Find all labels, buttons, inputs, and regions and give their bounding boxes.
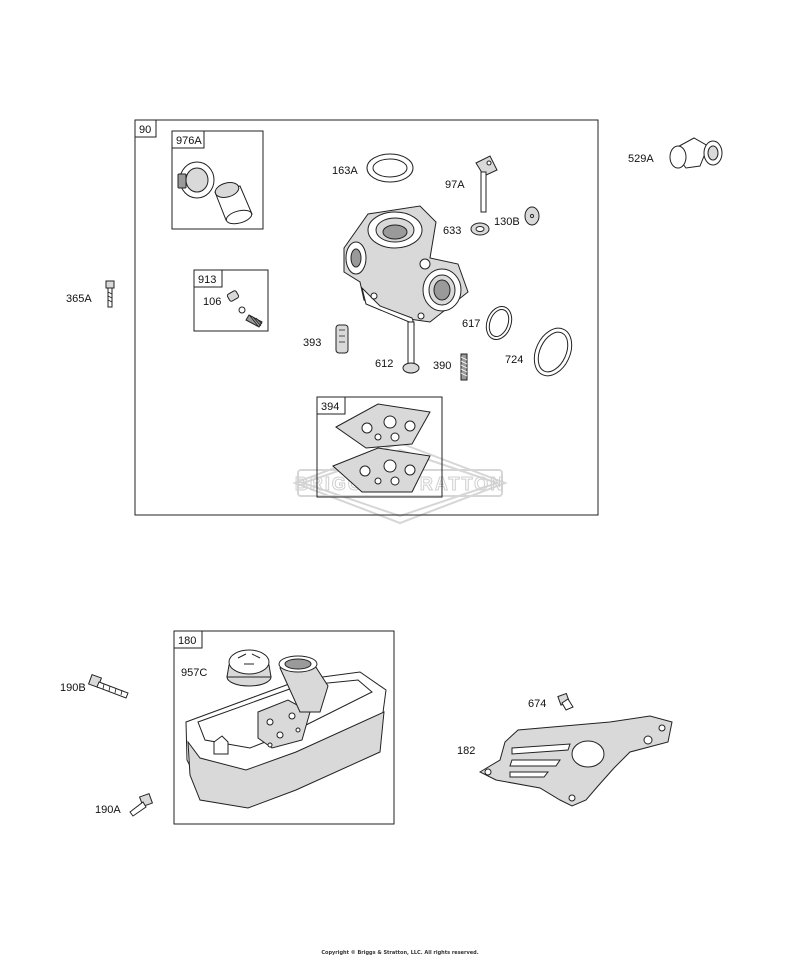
- spring-390-part[interactable]: [460, 353, 468, 381]
- fuel-cap-957C-part[interactable]: [226, 649, 272, 687]
- bolt-190B-part[interactable]: [87, 673, 129, 699]
- choke-sleeve-part[interactable]: [214, 180, 254, 226]
- group-976A-label: 976A: [176, 135, 202, 147]
- copyright-notice: Copyright © Briggs & Stratton, LLC. All …: [321, 950, 479, 956]
- gasket-724-part[interactable]: [527, 322, 579, 382]
- gasket-ring-163A-part[interactable]: [366, 153, 414, 183]
- group-180-label: 180: [178, 635, 196, 647]
- oring-617-part[interactable]: [482, 303, 516, 343]
- label-612: 612: [375, 358, 393, 370]
- gasket-upper-part[interactable]: [335, 403, 431, 449]
- label-674: 674: [528, 698, 546, 710]
- label-724: 724: [505, 354, 523, 366]
- group-180-frame: 180: [173, 630, 395, 825]
- label-633: 633: [443, 225, 461, 237]
- label-130B: 130B: [494, 216, 520, 228]
- filler-neck-part[interactable]: [278, 655, 329, 713]
- plate-130B-part[interactable]: [524, 206, 540, 226]
- pin-393-part[interactable]: [335, 324, 349, 354]
- group-394-box: 394: [316, 396, 443, 498]
- needle-part[interactable]: [226, 290, 263, 328]
- group-976A-box: 976A: [171, 130, 264, 230]
- label-163A: 163A: [332, 165, 358, 177]
- float-pin-612-part[interactable]: [402, 321, 420, 374]
- group-913-label: 913: [198, 274, 216, 286]
- gasket-lower-part[interactable]: [332, 447, 431, 493]
- label-106: 106: [203, 296, 221, 308]
- screw-674-part[interactable]: [557, 692, 574, 711]
- label-617: 617: [462, 318, 480, 330]
- label-390: 390: [433, 360, 451, 372]
- label-97A: 97A: [445, 179, 465, 191]
- throttle-shaft-97A-part[interactable]: [475, 155, 498, 213]
- fuel-tank-part[interactable]: [185, 671, 387, 809]
- group-394-label: 394: [321, 401, 339, 413]
- group-90-label: 90: [139, 124, 151, 136]
- group-90-frame: 90: [134, 119, 599, 516]
- choke-collar-part[interactable]: [177, 161, 215, 199]
- bolt-190A-part[interactable]: [129, 792, 154, 817]
- group-913-box: 913: [193, 269, 269, 332]
- screw-365A-part[interactable]: [105, 280, 115, 308]
- elbow-529A-part[interactable]: [669, 137, 723, 169]
- label-190B: 190B: [60, 682, 86, 694]
- label-529A: 529A: [628, 153, 654, 165]
- label-957C: 957C: [181, 667, 207, 679]
- label-182: 182: [457, 745, 475, 757]
- washer-633-part[interactable]: [470, 222, 490, 236]
- label-365A: 365A: [66, 293, 92, 305]
- carburetor-body-part[interactable]: [343, 205, 469, 325]
- label-393: 393: [303, 337, 321, 349]
- label-190A: 190A: [95, 804, 121, 816]
- bracket-182-part[interactable]: [478, 715, 673, 807]
